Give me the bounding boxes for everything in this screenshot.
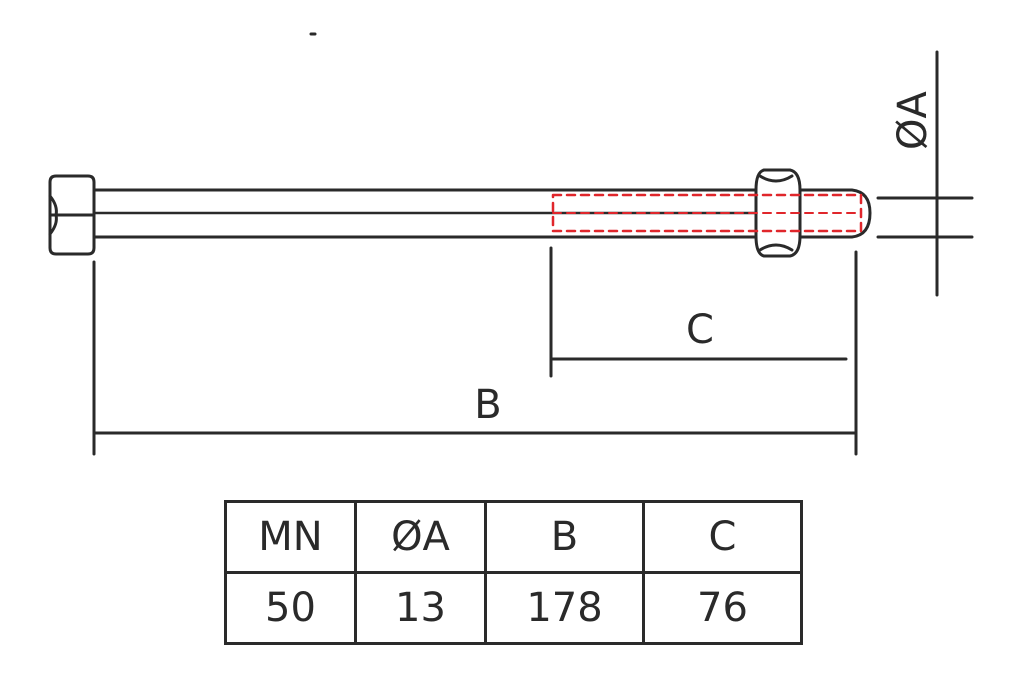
table-cell: 50 — [224, 571, 357, 645]
specification-table: MN ØA B C 50 13 178 76 — [224, 500, 803, 645]
table-cell: 13 — [354, 571, 487, 645]
table-row: 50 13 178 76 — [224, 571, 803, 645]
table-cell: 76 — [642, 571, 803, 645]
overall-length-dimension — [92, 250, 858, 456]
bolt-tip — [798, 188, 872, 239]
table-header-cell: C — [642, 500, 803, 574]
table-header-cell: B — [484, 500, 645, 574]
table-header-cell: ØA — [354, 500, 487, 574]
diameter-label: ØA — [890, 91, 936, 150]
diameter-dimension — [876, 50, 974, 297]
table-header-cell: MN — [224, 500, 357, 574]
table-header-row: MN ØA B C — [224, 500, 803, 574]
thread-hidden-outline — [551, 193, 863, 233]
thread-length-dimension — [549, 246, 848, 378]
thread-length-label: C — [686, 307, 714, 353]
bolt-head — [48, 174, 96, 256]
table-cell: 178 — [484, 571, 645, 645]
overall-length-label: B — [474, 382, 501, 428]
nut — [754, 168, 802, 258]
